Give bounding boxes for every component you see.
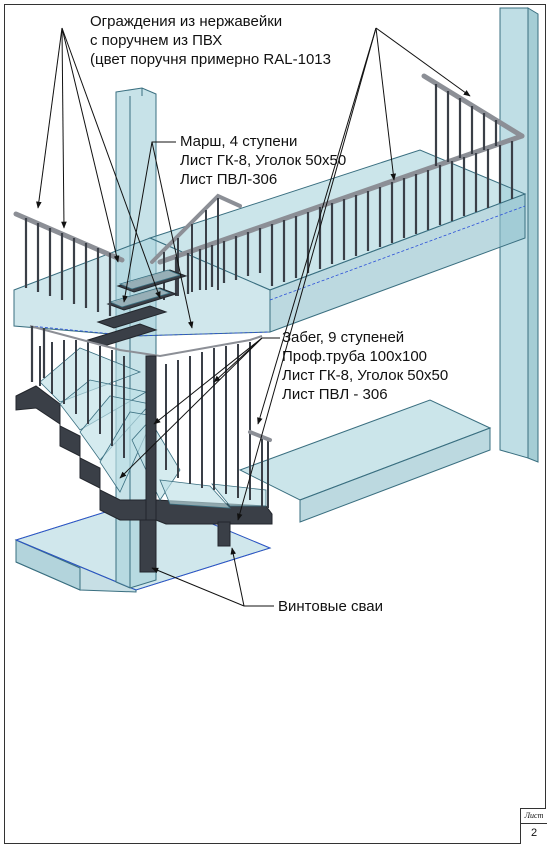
winder-flight	[15, 325, 273, 571]
railing-line-3: (цвет поручня примерно RAL-1013	[90, 51, 331, 68]
title-block-divider	[521, 823, 547, 824]
winder-line-1: Забег, 9 ступеней	[282, 329, 405, 346]
title-block: Лист 2	[520, 808, 547, 844]
railing-line-1: Ограждения из нержавейки	[90, 13, 283, 30]
ground-beam-right	[238, 399, 492, 523]
leader-lines	[36, 27, 471, 607]
march-line-3: Лист ПВЛ-306	[180, 171, 278, 188]
sheet-label: Лист	[524, 811, 544, 820]
winder-line-4: Лист ПВЛ - 306	[282, 386, 388, 403]
platform-railing	[157, 73, 525, 296]
screw-piles	[139, 519, 231, 573]
piles-line-1: Винтовые сваи	[278, 598, 383, 615]
winder-line-3: Лист ГК-8, Уголок 50х50	[282, 367, 449, 384]
left-railing	[13, 211, 125, 382]
piles-annotation: Винтовые сваи	[278, 597, 383, 616]
drawing-frame	[4, 4, 546, 844]
winder-line-2: Проф.труба 100х100	[282, 348, 427, 365]
march-line-2: Лист ГК-8, Уголок 50х50	[180, 152, 347, 169]
march-line-1: Марш, 4 ступени	[180, 133, 298, 150]
railing-line-2: с поручнем из ПВХ	[90, 32, 223, 49]
winder-annotation: Забег, 9 ступеней Проф.труба 100х100 Лис…	[282, 328, 448, 404]
railing-annotation: Ограждения из нержавейки с поручнем из П…	[90, 12, 331, 69]
march-annotation: Марш, 4 ступени Лист ГК-8, Уголок 50х50 …	[180, 132, 346, 189]
sheet-number: 2	[530, 827, 538, 839]
